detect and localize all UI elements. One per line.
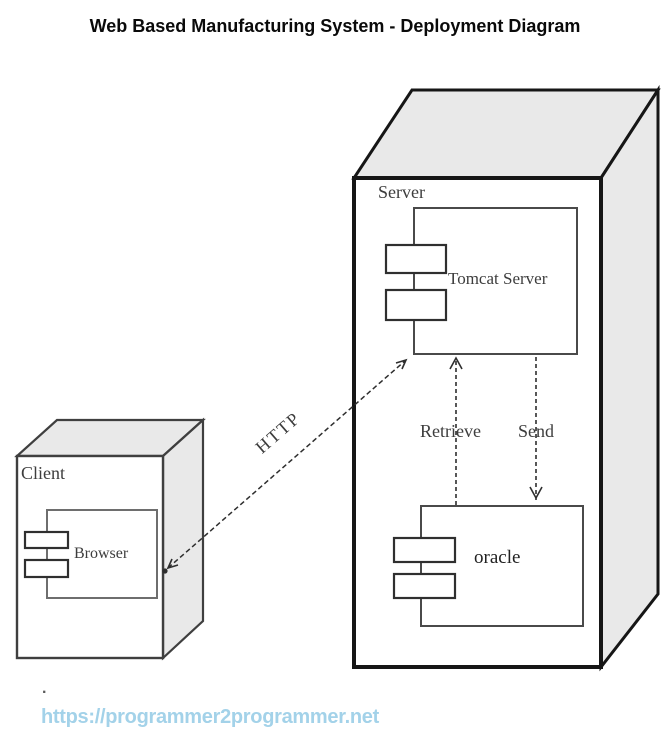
- http-arrowhead-client-end: [166, 558, 179, 570]
- oracle-component-tab-2: [392, 572, 457, 600]
- diagram-title: Web Based Manufacturing System - Deploym…: [89, 16, 581, 36]
- tomcat-component-label: Tomcat Server: [448, 269, 548, 288]
- tomcat-component-tab-2: [384, 288, 448, 322]
- retrieve-arrowhead-up: [449, 356, 463, 370]
- http-connection-label: HTTP: [252, 408, 305, 458]
- http-arrowhead-server-end: [395, 358, 408, 370]
- oracle-component-tab-1: [392, 536, 457, 564]
- send-connection: Send: [518, 357, 554, 500]
- client-node-right-face: [161, 417, 205, 661]
- retrieve-connection: Retrieve: [420, 356, 481, 505]
- footer-url-link[interactable]: https://programmer2programmer.net: [41, 706, 379, 728]
- tomcat-component: Tomcat Server: [384, 207, 578, 355]
- tomcat-component-body: [413, 207, 578, 355]
- http-endpoint-dot: [162, 568, 168, 574]
- oracle-component: oracle: [392, 505, 584, 627]
- http-dashed-line: [167, 359, 407, 569]
- tomcat-component-tab-1: [384, 243, 448, 275]
- browser-component-tab-2: [23, 558, 70, 579]
- oracle-component-label: oracle: [474, 547, 520, 568]
- client-node-label: Client: [21, 463, 65, 483]
- browser-component: Browser: [23, 509, 158, 599]
- browser-component-tab-1: [23, 530, 70, 550]
- server-node-label: Server: [378, 182, 425, 202]
- footer-dot: .: [42, 680, 47, 697]
- server-node-right-face: [599, 84, 660, 672]
- oracle-component-body: [420, 505, 584, 627]
- browser-component-body: [46, 509, 158, 599]
- send-connection-label: Send: [518, 421, 554, 441]
- send-arrowhead-down: [529, 486, 543, 500]
- browser-component-label: Browser: [74, 545, 129, 562]
- retrieve-connection-label: Retrieve: [420, 421, 481, 441]
